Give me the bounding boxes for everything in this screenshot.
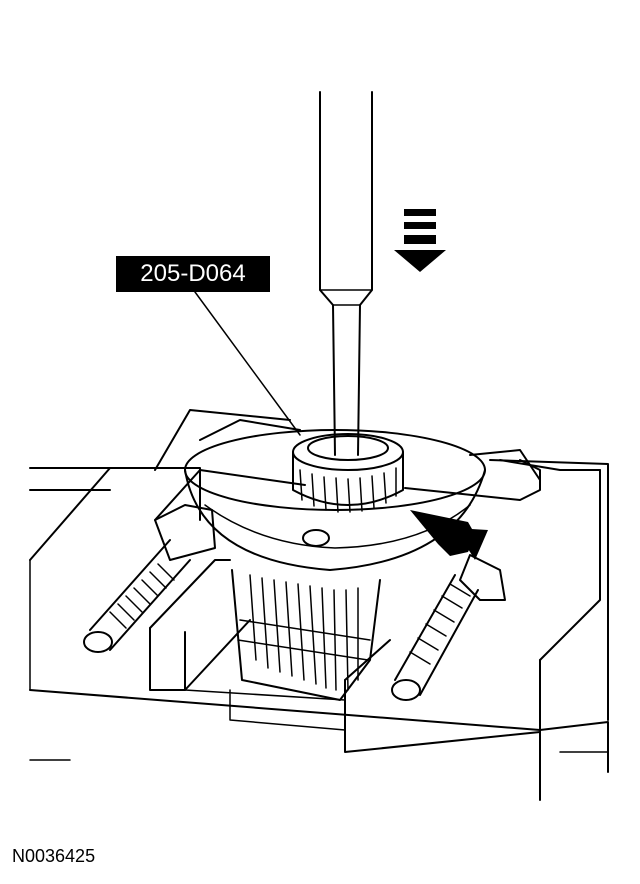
support-block-right <box>344 459 601 753</box>
support-block-left <box>149 409 291 691</box>
press-tool-shaft <box>319 91 373 456</box>
tool-number-callout: 205-D064 <box>116 256 270 292</box>
puller-arm-right <box>404 459 541 601</box>
gear <box>231 569 381 701</box>
bench-base <box>29 459 609 801</box>
puller-arm-left <box>154 469 306 561</box>
support-direction-arrow-icon <box>410 510 488 560</box>
callout-leader <box>194 291 301 436</box>
threaded-rod-left <box>83 539 191 653</box>
figure-id-label: N0036425 <box>12 846 96 866</box>
puller-plate <box>184 419 541 571</box>
bearing <box>292 433 404 513</box>
press-direction-arrow-icon <box>394 209 446 272</box>
threaded-rod-right <box>391 574 479 701</box>
